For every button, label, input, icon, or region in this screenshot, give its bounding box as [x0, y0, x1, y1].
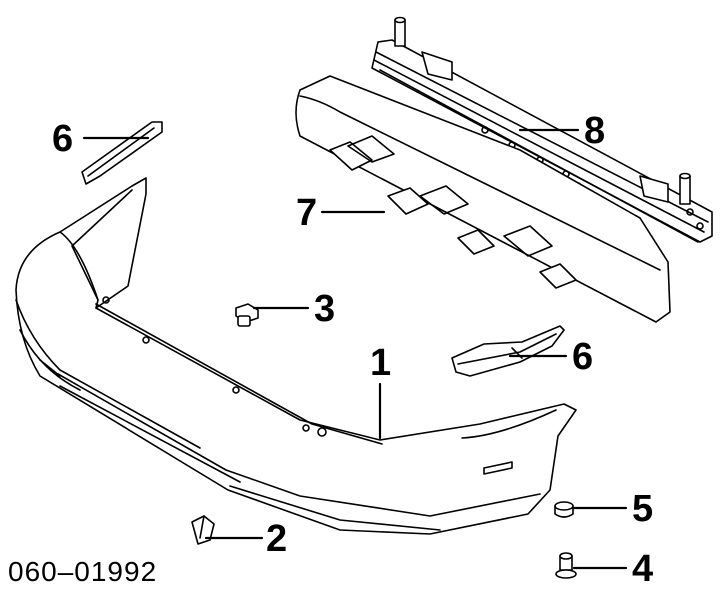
- energy-absorber: [295, 75, 671, 323]
- side-bracket-left: [81, 121, 163, 185]
- callout-5: 5: [632, 488, 654, 530]
- nut: [554, 501, 574, 518]
- callout-4: 4: [632, 548, 654, 590]
- retainer: [191, 515, 215, 545]
- bumper-cover: [15, 177, 577, 535]
- callout-3: 3: [314, 288, 336, 330]
- diagram-code: 060–01992: [8, 556, 158, 587]
- leader-lines: [82, 128, 628, 570]
- callout-8: 8: [584, 110, 606, 152]
- clip: [235, 303, 259, 327]
- callout-6-right: 6: [572, 336, 594, 378]
- reinforcement-bar: [371, 16, 713, 243]
- side-bracket-right: [451, 325, 565, 377]
- callout-6-left: 6: [52, 118, 74, 160]
- callout-1: 1: [370, 342, 392, 384]
- bolt: [555, 552, 577, 579]
- callout-7: 7: [296, 192, 318, 234]
- callout-2: 2: [266, 518, 288, 560]
